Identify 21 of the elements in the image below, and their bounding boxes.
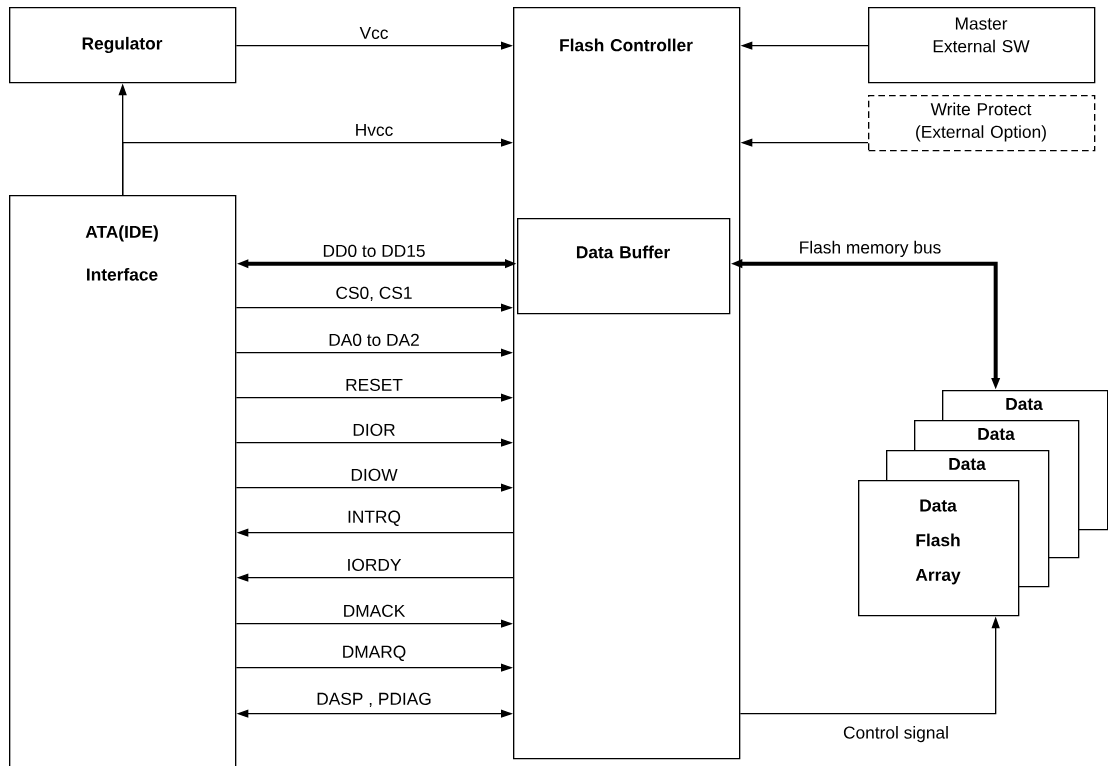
block-box: Regulator	[9, 7, 237, 84]
signal-label: Flash memory bus	[797, 239, 943, 259]
signal-label: DASP , PDIAG	[314, 691, 434, 709]
signal-label: DIOW	[349, 467, 399, 483]
signal-label: RESET	[343, 377, 405, 393]
block-box: Master External SW	[868, 7, 1096, 84]
signal-label: Vcc	[358, 25, 390, 41]
signal-label: DD0 to DD15	[321, 243, 427, 259]
signal-label: DA0 to DA2	[326, 332, 422, 348]
signal-label: Control signal	[841, 724, 951, 744]
signal-label: IORDY	[345, 557, 403, 573]
signal-label: CS0, CS1	[334, 285, 414, 303]
signal-label: DMARQ	[340, 644, 408, 663]
signal-label: Hvcc	[353, 122, 395, 138]
block-box: ATA(IDE) Interface	[9, 195, 237, 766]
block-box: Data Buffer	[517, 218, 731, 315]
signal-label: INTRQ	[345, 509, 403, 528]
block-box: Data Flash Array	[858, 480, 1020, 617]
signal-label: DMACK	[341, 603, 407, 619]
signal-label: DIOR	[351, 422, 397, 438]
block-box: Write Protect (External Option)	[868, 95, 1096, 152]
